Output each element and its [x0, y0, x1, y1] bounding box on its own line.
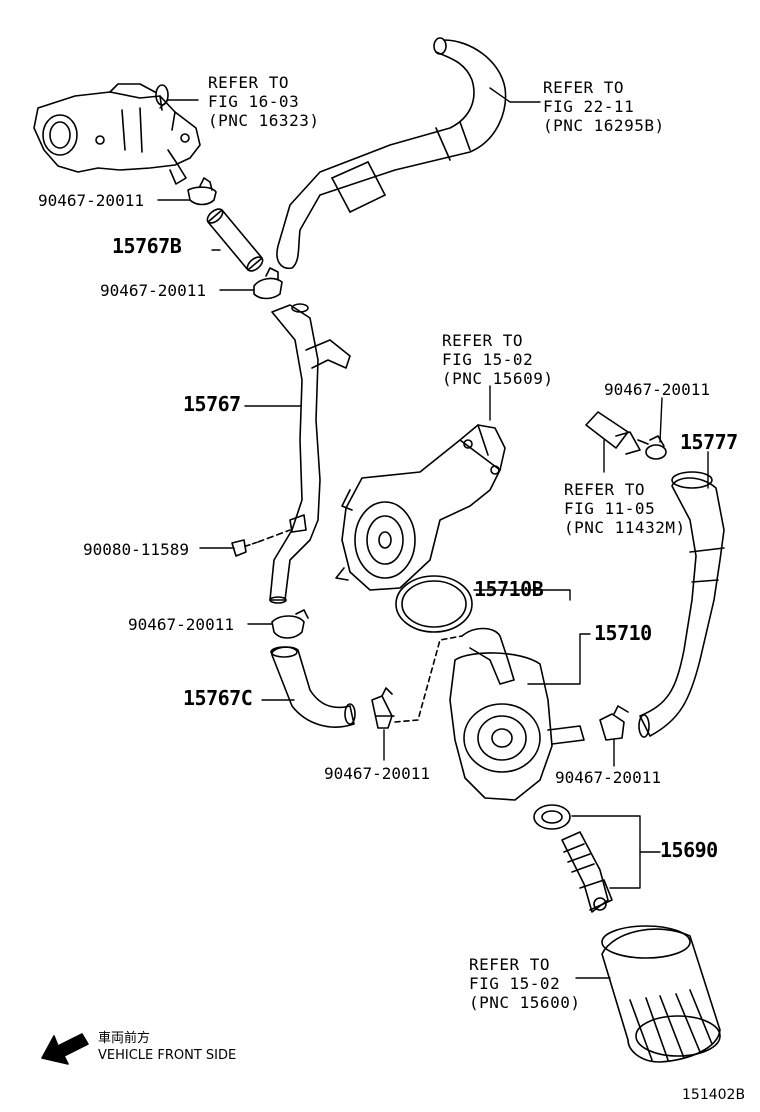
- direction-label-japanese: 車両前方: [98, 1031, 151, 1046]
- assembly-line: [394, 635, 463, 723]
- water-outlet-housing: [33, 83, 201, 185]
- direction-label-english: VEHICLE FRONT SIDE: [98, 1048, 237, 1063]
- part-label-15710: 15710: [594, 621, 652, 645]
- ref-line: (PNC 11432M): [564, 518, 686, 537]
- hose-15767b: [206, 208, 264, 272]
- part-label-15767: 15767: [183, 392, 241, 416]
- part-label-bolt: 90080-11589: [83, 540, 189, 559]
- ref-label-16323: REFER TO FIG 16-03 (PNC 16323): [208, 73, 319, 130]
- hose-clamp-d: [371, 687, 395, 729]
- leader-lines: [157, 87, 709, 979]
- washer-15690: [533, 804, 571, 830]
- part-label-clamp-d: 90467-20011: [324, 764, 430, 783]
- ref-label-15609: REFER TO FIG 15-02 (PNC 15609): [442, 331, 553, 388]
- part-label-clamp-f: 90467-20011: [555, 768, 661, 787]
- ref-line: REFER TO: [543, 78, 625, 97]
- ref-label-16295b: REFER TO FIG 22-11 (PNC 16295B): [543, 78, 665, 135]
- ref-line: FIG 22-11: [543, 97, 635, 116]
- part-label-clamp-a: 90467-20011: [38, 191, 144, 210]
- part-label-15710b: 15710B: [474, 577, 544, 601]
- water-pipe-15767: [269, 303, 351, 604]
- ref-label-11432m: REFER TO FIG 11-05 (PNC 11432M): [564, 480, 686, 537]
- water-pump-housing: [335, 424, 506, 591]
- part-label-15767c: 15767C: [183, 686, 253, 710]
- part-label-clamp-e: 90467-20011: [604, 380, 710, 399]
- ref-line: (PNC 15609): [442, 369, 554, 388]
- hose-clamp-e: [645, 435, 667, 460]
- part-label-clamp-b: 90467-20011: [100, 281, 206, 300]
- hose-clamp-c: [271, 609, 309, 639]
- figure-number: 151402B: [682, 1087, 746, 1103]
- oil-filter: [601, 925, 721, 1063]
- hose-clamp-f: [599, 705, 629, 741]
- union-fitting: [585, 411, 649, 455]
- ref-label-15600: REFER TO FIG 15-02 (PNC 15600): [469, 955, 580, 1012]
- ref-line: (PNC 15600): [469, 993, 581, 1012]
- ref-line: REFER TO: [442, 331, 524, 350]
- part-label-15767b: 15767B: [112, 234, 182, 258]
- ref-line: FIG 16-03: [208, 92, 300, 111]
- ref-line: (PNC 16295B): [543, 116, 665, 135]
- ref-line: FIG 15-02: [469, 974, 561, 993]
- upper-bypass-hose: [276, 37, 507, 270]
- bolt: [231, 529, 291, 557]
- gasket-15710b: [395, 575, 473, 633]
- ref-line: FIG 11-05: [564, 499, 656, 518]
- ref-line: FIG 15-02: [442, 350, 534, 369]
- oil-cooler-15710: [449, 627, 585, 801]
- ref-line: (PNC 16323): [208, 111, 320, 130]
- hose-clamp-a: [187, 177, 217, 206]
- ref-line: REFER TO: [208, 73, 290, 92]
- ref-line: REFER TO: [469, 955, 551, 974]
- part-label-clamp-c: 90467-20011: [128, 615, 234, 634]
- arrow-down-left-icon: [41, 1033, 89, 1065]
- hose-15777: [638, 471, 725, 738]
- part-label-15777: 15777: [680, 430, 738, 454]
- hose-clamp-b: [253, 267, 283, 300]
- ref-line: REFER TO: [564, 480, 646, 499]
- hose-15767c: [270, 646, 356, 728]
- part-label-15690: 15690: [660, 838, 718, 862]
- union-bolt-15690: [561, 831, 613, 913]
